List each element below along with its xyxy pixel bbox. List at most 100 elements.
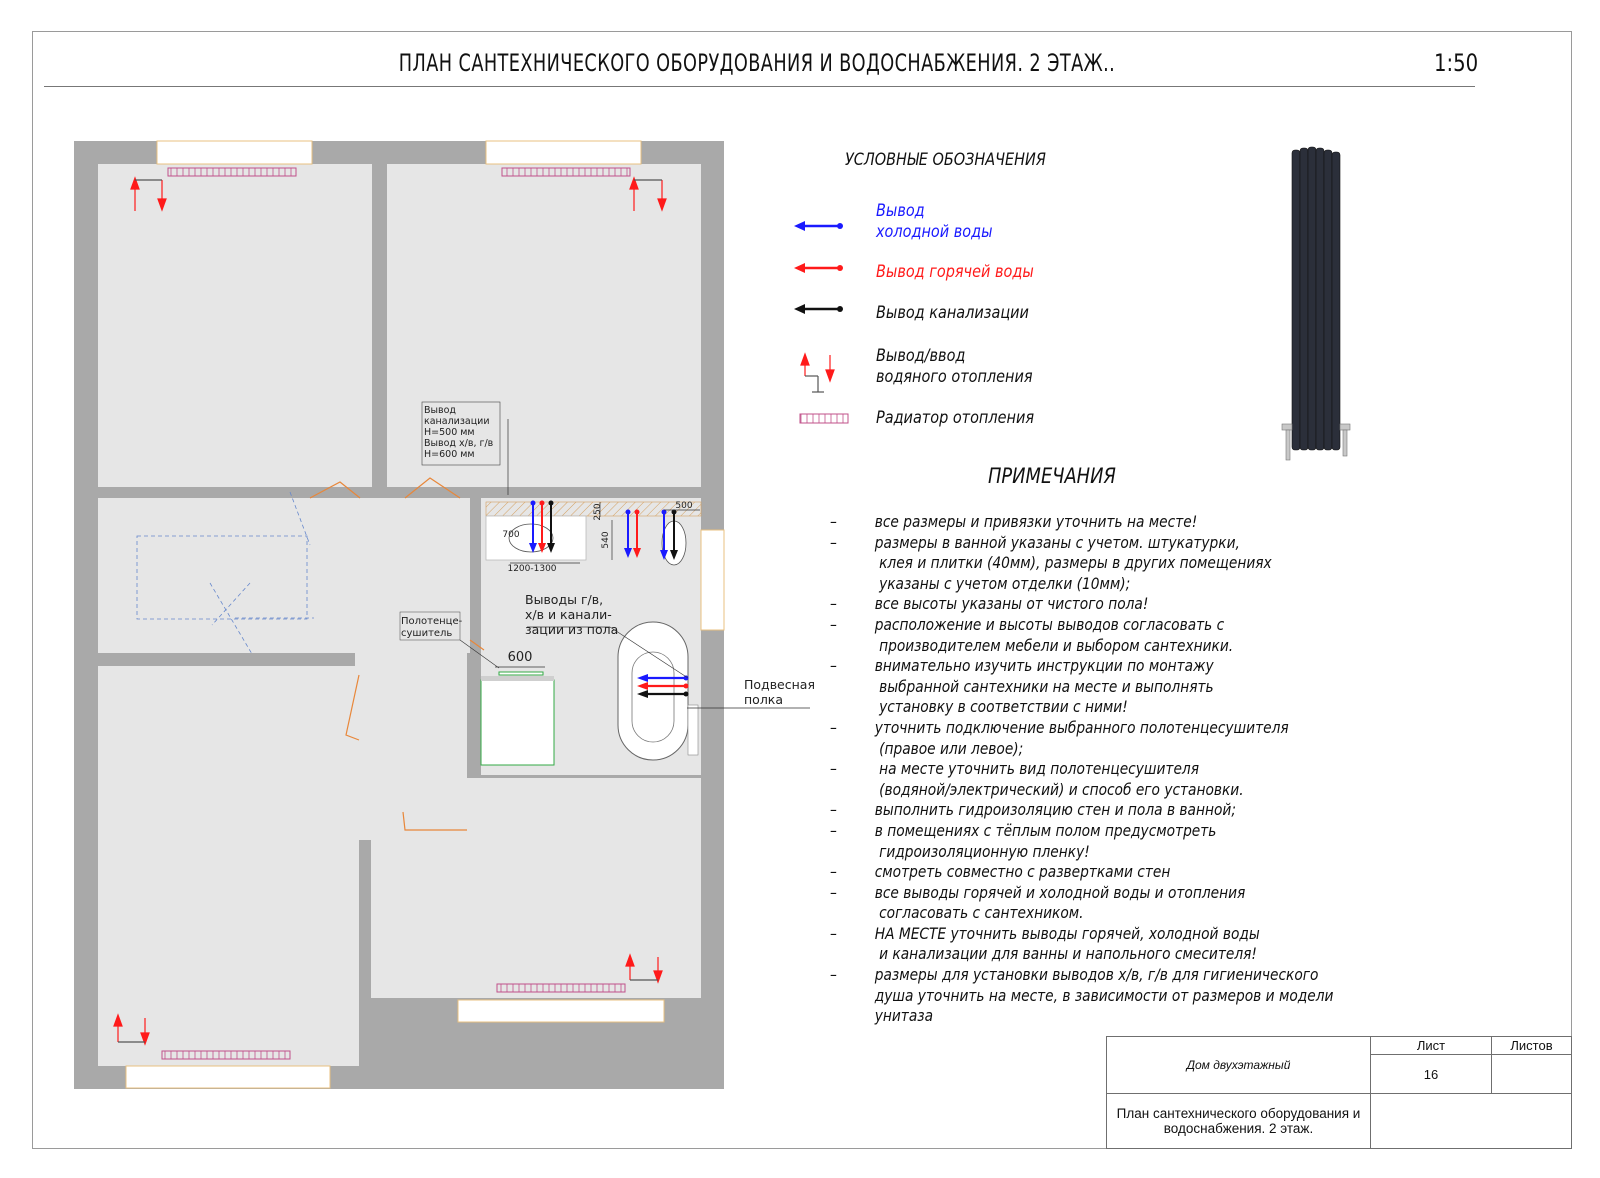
door-swing-right [404, 477, 461, 499]
note-item: – НА МЕСТЕ уточнить выводы горячей, холод… [830, 924, 1449, 965]
note-text: все размеры и привязки уточнить на месте… [874, 512, 1198, 531]
dim-600: 600 [508, 650, 533, 665]
note-dash: – [830, 862, 837, 882]
cabinet-top [481, 676, 554, 681]
room-bottom-left [98, 666, 359, 1066]
note-item: –все выводы горячей и холодной воды и от… [830, 883, 1449, 924]
outlets-vanity [529, 500, 555, 553]
title-block: Дом двухэтажный Лист Листов 16 План сант… [1106, 1036, 1572, 1149]
legend-sewer-label: Вывод канализации [876, 303, 1029, 323]
door-swing-bath [469, 639, 485, 651]
heating-outlet-bottom-left [113, 1013, 150, 1046]
heating-outlet-top-left [130, 176, 167, 212]
note-dash: – [830, 965, 837, 985]
tb-sheet-number: 16 [1370, 1054, 1492, 1094]
legend-cold-symbol [794, 221, 843, 231]
window-top-right [485, 140, 642, 165]
floor-outlets-leader [609, 626, 689, 679]
note-text: размеры для установки выводов х/в, г/в д… [874, 965, 1334, 1026]
note-text: все выводы горячей и холодной воды и ото… [874, 882, 1246, 923]
bathroom-cabinet [480, 679, 555, 766]
sheet-scale: 1:50 [1434, 49, 1479, 77]
note-item: – размеры в ванной указаны с учетом. штук… [830, 533, 1449, 595]
towel-dryer-callout-2: сушитель [401, 628, 452, 639]
note-dash: – [830, 532, 837, 552]
tb-drawing-name: План сантехнического оборудования и водо… [1106, 1093, 1371, 1149]
note-dash: – [830, 923, 837, 943]
note-item: –выполнить гидроизоляцию стен и пола в в… [830, 800, 1449, 821]
door-swing-left [345, 674, 360, 741]
dimension-lines [495, 419, 810, 709]
note-dash: – [830, 717, 837, 737]
dim-250: 250 [593, 503, 603, 520]
note-item: – в помещениях с тёплым полом предусмотре… [830, 821, 1449, 862]
tb-sheet-label: Лист [1370, 1036, 1492, 1055]
tb-project: Дом двухэтажный [1106, 1036, 1371, 1094]
note-item: – на месте уточнить вид полотенцесушител… [830, 759, 1449, 800]
window-bath [700, 529, 725, 631]
towel-dryer-leader [459, 639, 500, 669]
legend-heating-label: Вывод/ввод водяного отопления [876, 346, 1033, 387]
outlets-bathtub [637, 674, 689, 698]
radiator-illustration [1281, 146, 1351, 461]
legend-heating-symbol [800, 352, 835, 393]
heating-outlet-top-right [629, 176, 667, 212]
legend-sewer-symbol [794, 304, 843, 314]
drawing-frame [32, 31, 1572, 1149]
floor-outlets-callout-3: зации из пола [525, 622, 618, 637]
note-text: все высоты указаны от чистого пола! [874, 594, 1149, 614]
floor-outlets-callout-2: х/в и канали- [525, 607, 612, 622]
towel-dryer [498, 671, 544, 676]
note-dash: – [830, 820, 837, 840]
legend-hot-symbol [794, 263, 843, 273]
tb-empty-cell [1370, 1093, 1572, 1149]
note-dash: – [830, 594, 837, 614]
shelf-callout-1: Подвесная [744, 677, 815, 692]
outlets-bidet [624, 509, 641, 558]
legend-radiator-label: Радиатор отопления [876, 408, 1035, 428]
room-bottom-right [371, 778, 701, 998]
outlets-toilet [660, 509, 678, 560]
dim-500: 500 [675, 501, 692, 511]
sewer-callout-line-4: Вывод х/в, г/в [424, 438, 494, 449]
note-item: – размеры для установки выводов х/в, г/в … [830, 965, 1449, 1027]
note-text: уточнить подключение выбранного полотенц… [874, 717, 1289, 758]
note-item: – смотреть совместно с развертками стен [830, 862, 1449, 883]
sheet-title: ПЛАН САНТЕХНИЧЕСКОГО ОБОРУДОВАНИЯ И ВОДО… [398, 49, 1116, 77]
radiator-top-right [501, 167, 631, 177]
radiator-top-left [167, 167, 297, 177]
door-swing-bottom [402, 811, 467, 831]
sewer-callout-line-3: H=500 мм [424, 427, 475, 438]
radiator-bottom-right [496, 983, 626, 993]
note-item: –все размеры и привязки уточнить на мест… [830, 512, 1449, 533]
note-text: в помещениях с тёплым полом предусмотрет… [874, 820, 1217, 861]
shelf-callout-2: полка [744, 692, 783, 707]
bathtub [617, 621, 689, 761]
window-bottom-left [125, 1065, 331, 1089]
sewer-callout-box [421, 401, 501, 466]
door-swing-top [309, 481, 361, 499]
radiator-bottom-left [161, 1050, 291, 1060]
note-text: смотреть совместно с развертками стен [874, 862, 1171, 882]
hanging-shelf [687, 704, 699, 756]
note-text: НА МЕСТЕ уточнить выводы горячей, холодн… [874, 923, 1260, 964]
title-underline [44, 86, 1475, 87]
tb-sheets-label: Листов [1491, 1036, 1572, 1055]
note-text: расположение и высоты выводов согласоват… [874, 614, 1234, 655]
note-text: на месте уточнить вид полотенцесушителя … [879, 759, 1244, 799]
sewer-callout-line-5: H=600 мм [424, 449, 475, 460]
note-item: –внимательно изучить инструкции по монта… [830, 656, 1449, 718]
towel-dryer-callout-box [399, 611, 461, 641]
heating-outlet-bottom-right [625, 953, 663, 984]
window-top-left [156, 140, 313, 165]
bath-wall-hatch [485, 501, 702, 517]
note-item: – все высоты указаны от чистого пола! [830, 594, 1449, 615]
dim-540: 540 [601, 531, 611, 548]
dim-1200-1300: 1200-1300 [507, 564, 556, 574]
floor-outlets-callout-1: Выводы г/в, [525, 592, 603, 607]
note-text: размеры в ванной указаны с учетом. штука… [874, 532, 1272, 593]
legend-cold-label: Вывод холодной воды [876, 201, 993, 242]
sewer-callout-line-2: канализации [424, 416, 490, 427]
legend-title: УСЛОВНЫЕ ОБОЗНАЧЕНИЯ [845, 150, 1046, 170]
